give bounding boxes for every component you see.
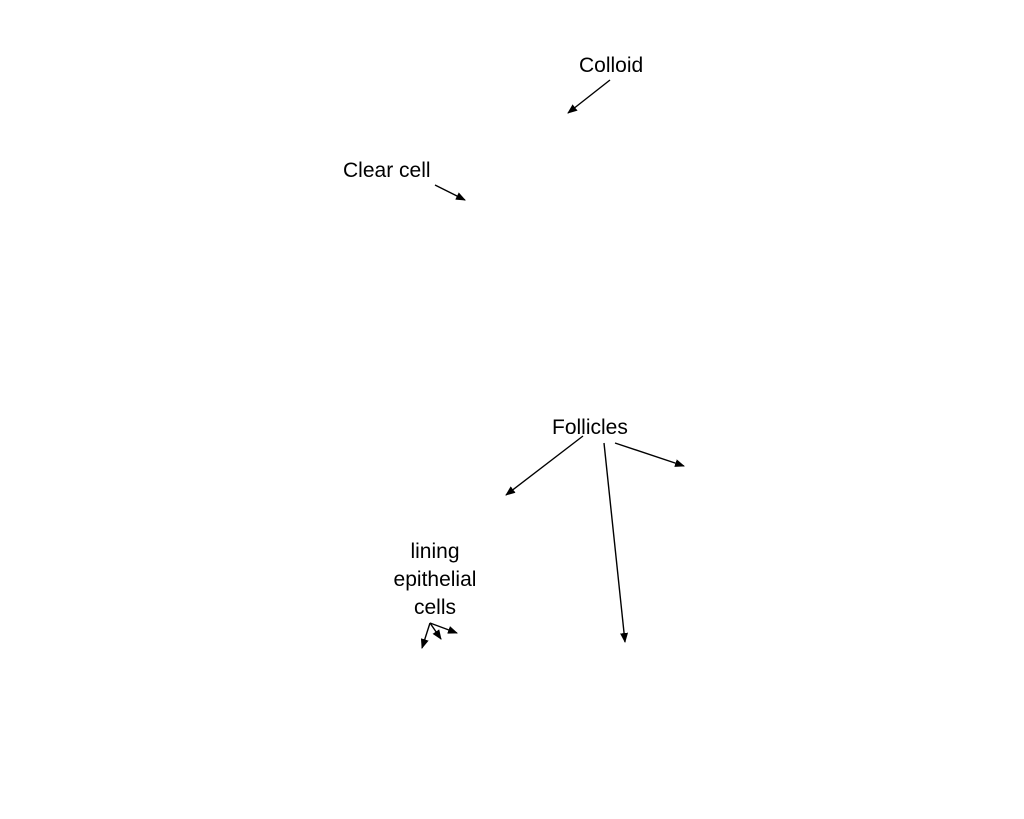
lining-epithelial-cells-label: lining epithelial cells [375, 538, 495, 622]
clear-cell-label: Clear cell [343, 159, 431, 182]
epithelial-arrow-middle [429, 622, 442, 640]
epithelial-arrow-left [420, 622, 431, 649]
colloid-arrow [567, 79, 611, 114]
follicle-arrow-down [603, 442, 629, 643]
lining-label-line-2: epithelial [393, 568, 477, 591]
follicle-arrow-right [614, 442, 685, 467]
epithelial-arrow-right [429, 622, 458, 634]
lining-label-line-1: lining [410, 540, 460, 563]
follicles-label: Follicles [552, 416, 628, 439]
clear-cell-arrow [434, 184, 466, 201]
lining-label-line-3: cells [413, 596, 456, 619]
follicle-arrow-left [505, 435, 584, 496]
colloid-label: Colloid [579, 54, 644, 77]
